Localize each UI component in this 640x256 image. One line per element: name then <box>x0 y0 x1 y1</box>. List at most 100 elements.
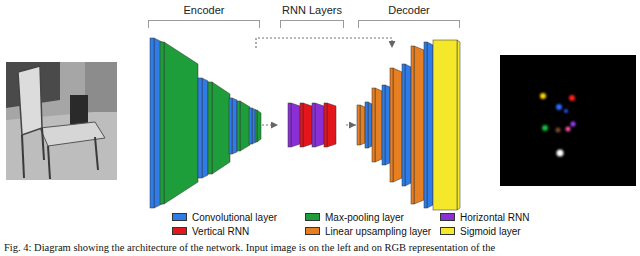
legend-item: Vertical RNN <box>172 226 249 238</box>
layer-front <box>433 40 457 210</box>
conv-layer <box>150 38 164 208</box>
layer-side <box>154 38 164 208</box>
photo-ground <box>6 62 117 180</box>
group-heading: RNN Layers <box>278 0 346 17</box>
group-heading: Decoder <box>356 0 462 17</box>
upsampling-layer <box>357 105 365 145</box>
keypoint-dot <box>540 93 546 99</box>
upsampling-layer <box>372 88 382 162</box>
conv-layer <box>365 102 372 148</box>
legend-item: Linear upsampling layer <box>305 226 431 238</box>
keypoint-dot <box>556 128 561 133</box>
keypoint-dot <box>556 104 562 110</box>
chair-leg <box>42 128 44 160</box>
layer-side <box>393 68 402 182</box>
layer-front <box>365 102 368 148</box>
layer-side <box>414 46 424 204</box>
encoder-layers <box>150 38 261 208</box>
upsampling-layer <box>411 46 424 204</box>
conv-layer <box>198 78 208 178</box>
legend-item: Horizontal RNN <box>440 212 529 224</box>
layer-front <box>288 103 291 147</box>
layer-front <box>424 42 427 208</box>
group-bracket <box>358 20 460 28</box>
layer-side <box>385 85 390 165</box>
layer-side <box>240 101 250 151</box>
layer-front <box>312 103 315 147</box>
conv-layer <box>402 64 411 186</box>
legend-label: Horizontal RNN <box>460 212 529 223</box>
layer-side <box>291 103 300 147</box>
legend-label: Convolutional layer <box>192 212 277 223</box>
horizontal-rnn <box>312 103 324 147</box>
keypoint-dot <box>566 127 571 132</box>
layer-side <box>315 103 324 147</box>
layer-front <box>160 42 164 204</box>
vertical-rnn <box>300 103 312 147</box>
layer-side <box>327 103 336 147</box>
photo-bin <box>70 95 88 125</box>
photo-wall <box>85 62 117 112</box>
group-bracket <box>148 20 260 28</box>
keypoint-dot <box>569 95 575 101</box>
layer-group: Decoder <box>356 48 462 202</box>
layer-side <box>457 40 460 210</box>
layer-front <box>229 98 232 154</box>
layer-front <box>382 85 385 165</box>
layer-front <box>237 101 240 151</box>
keypoint-dot <box>557 150 564 157</box>
layer-front <box>255 110 257 142</box>
legend-item: Max-pooling layer <box>305 212 404 224</box>
conv-layer <box>249 108 256 144</box>
pool-layer <box>237 101 250 151</box>
layer-side <box>360 105 365 145</box>
layer-front <box>198 78 202 178</box>
legend-swatch <box>172 227 187 235</box>
layer-side <box>368 102 372 148</box>
conv-layer <box>229 98 237 154</box>
horizontal-rnn <box>288 103 300 147</box>
legend-label: Vertical RNN <box>192 226 249 237</box>
chair-back <box>18 66 42 135</box>
legend-label: Linear upsampling layer <box>325 226 431 237</box>
legend-item: Sigmoid layer <box>440 226 521 238</box>
dotted-arrow <box>256 38 392 48</box>
output-ground <box>500 55 636 186</box>
layer-side <box>212 82 230 174</box>
keypoint-dot <box>542 125 548 131</box>
layer-front <box>300 103 303 147</box>
vertical-rnn <box>324 103 336 147</box>
chair-leg <box>48 146 50 179</box>
layer-side <box>202 78 208 178</box>
layer-side <box>232 98 237 154</box>
chair-leg <box>22 135 24 178</box>
input-photo <box>6 62 117 180</box>
group-bracket <box>280 20 344 28</box>
dotted-arrow <box>346 124 356 125</box>
pool-layer <box>208 82 230 174</box>
dotted-arrow <box>262 124 278 125</box>
keypoint-dot <box>564 109 568 113</box>
legend-swatch <box>440 213 455 221</box>
layer-side <box>164 42 198 204</box>
upsampling-layer <box>390 68 402 182</box>
group-heading: Encoder <box>146 0 262 17</box>
layer-group: RNN Layers <box>278 48 346 202</box>
legend-label: Sigmoid layer <box>460 226 521 237</box>
legend-label: Max-pooling layer <box>325 212 404 223</box>
layer-front <box>208 82 212 174</box>
rnn-layers <box>288 103 336 147</box>
legend-swatch <box>172 213 187 221</box>
group-header: Encoder <box>146 0 262 30</box>
legend-swatch <box>305 227 320 235</box>
group-header: Decoder <box>356 0 462 30</box>
legend-swatch <box>440 227 455 235</box>
decoder-layers <box>357 40 460 210</box>
layer-side <box>427 42 433 208</box>
layer-group: Encoder <box>146 48 262 202</box>
layer-front <box>372 88 375 162</box>
output-map <box>500 55 636 186</box>
layer-side <box>375 88 382 162</box>
layer-side <box>405 64 411 186</box>
